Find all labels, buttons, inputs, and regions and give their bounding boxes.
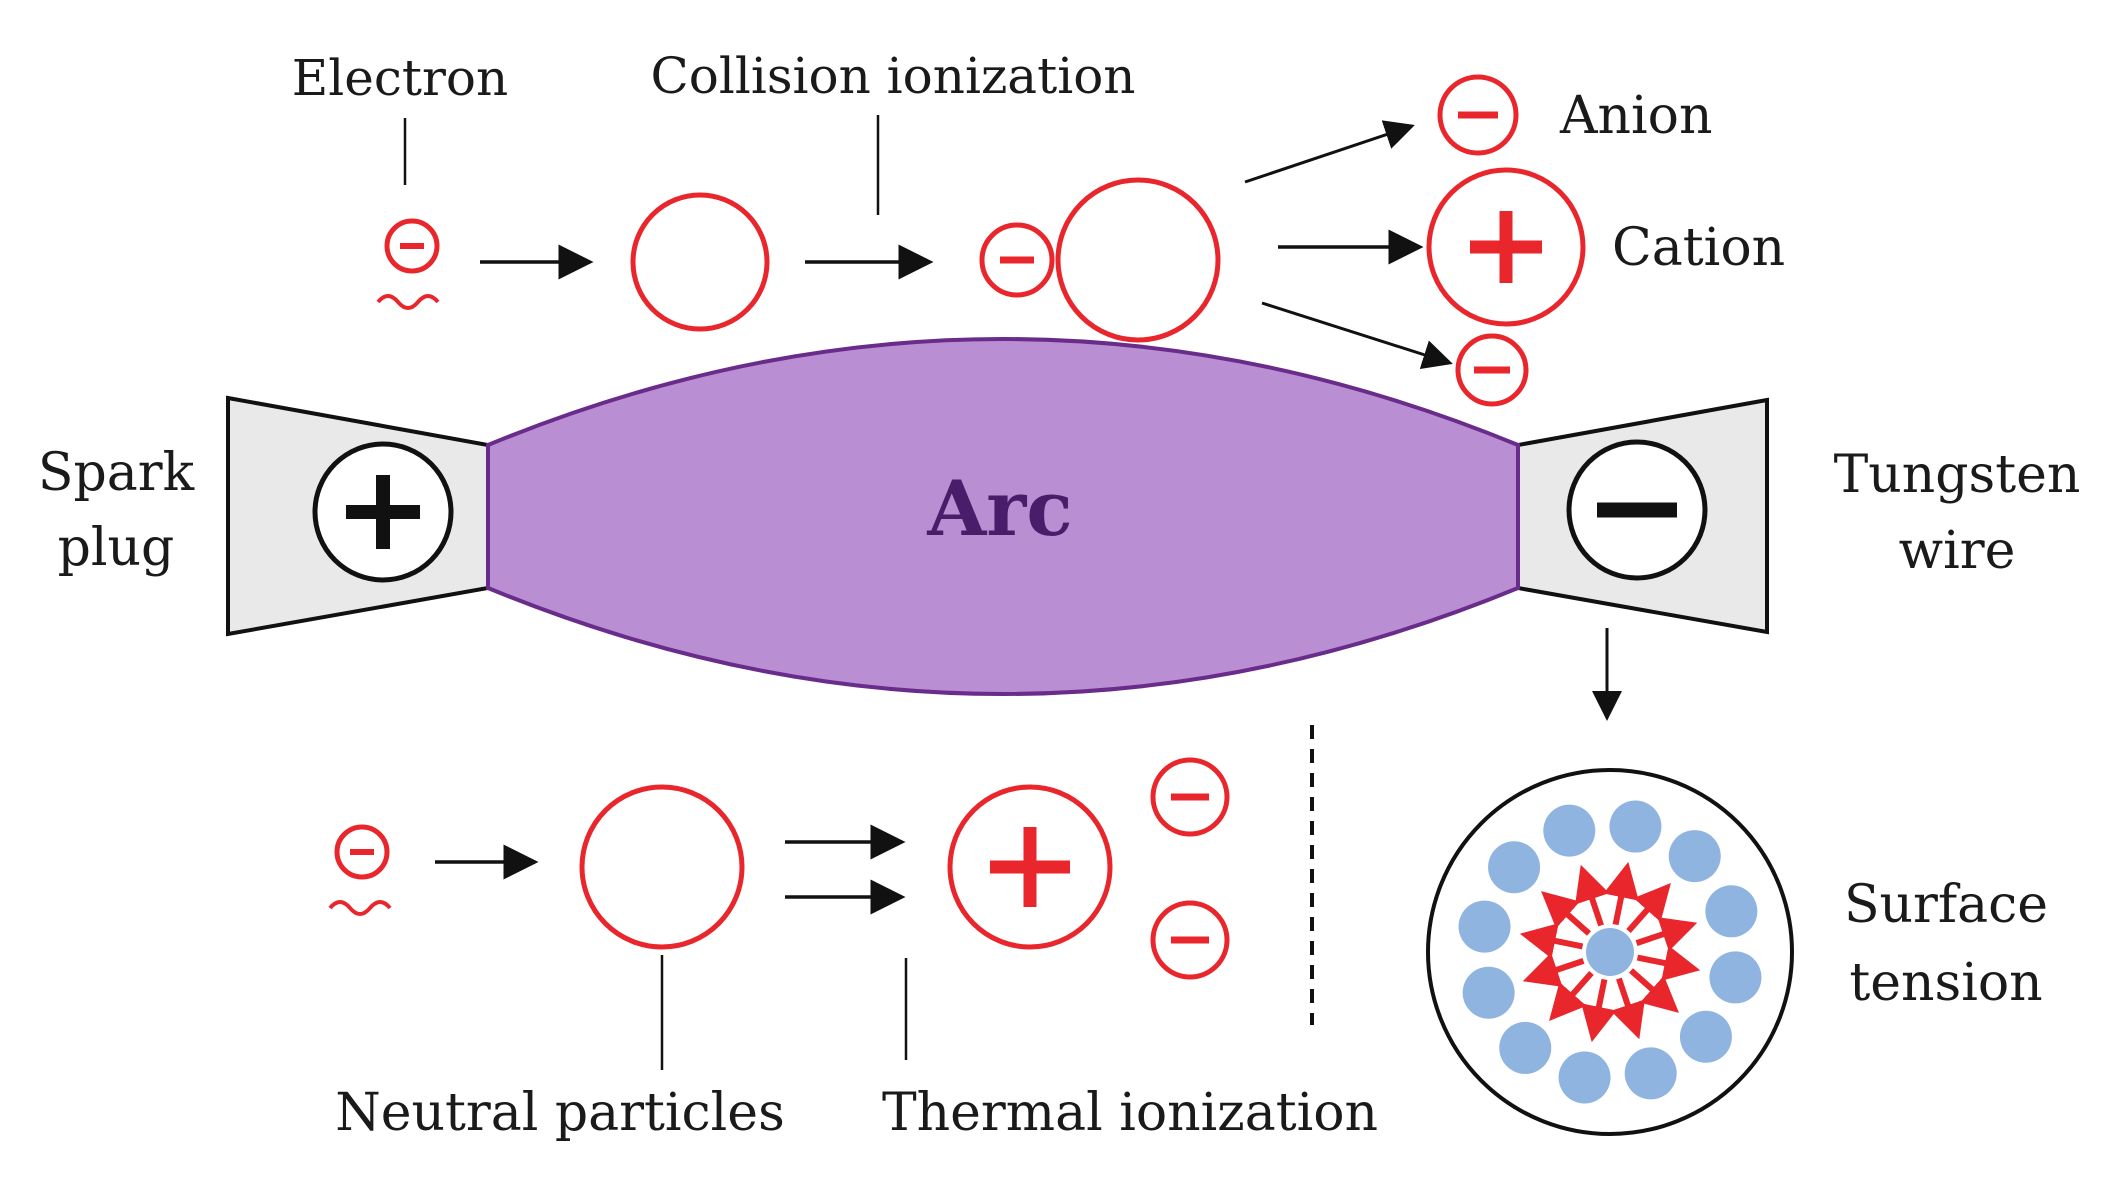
droplet-molecule — [1709, 951, 1762, 1004]
anion-label: Anion — [1559, 86, 1712, 146]
electron-product — [1455, 333, 1529, 407]
droplet-center-molecule — [1586, 928, 1634, 976]
surface-tension-arrow — [1610, 977, 1645, 1040]
droplet-molecule — [1488, 841, 1541, 894]
plus-circle-icon — [947, 784, 1113, 950]
surface-tension-arrow — [1628, 968, 1679, 1013]
droplet-molecule — [1458, 900, 1511, 953]
minus-circle-icon — [1150, 900, 1230, 980]
surface-tension-arrow — [1581, 978, 1617, 1043]
anode-plus-symbol — [312, 441, 454, 583]
surface-tension-arrow — [1549, 970, 1594, 1021]
electron-label: Electron — [292, 49, 508, 107]
surface-tension-arrow — [1603, 861, 1639, 926]
surface-tension-arrow — [1636, 945, 1701, 981]
tungsten-wire-label-line2: wire — [1899, 521, 2016, 581]
droplet-molecule — [1543, 804, 1596, 857]
neutral-particle — [579, 784, 745, 950]
surface-tension-arrow — [1541, 891, 1592, 936]
droplet-molecule — [1668, 830, 1721, 883]
collision-ionization-label: Collision ionization — [650, 47, 1135, 105]
surface-tension-arrow — [1626, 883, 1671, 934]
arrow-to-anion — [1244, 120, 1415, 184]
droplet-molecule — [1558, 1051, 1611, 1104]
droplet-molecule — [1499, 1021, 1552, 1074]
minus-circle-icon — [334, 824, 390, 880]
arc-label: Arc — [926, 464, 1072, 553]
minus-circle-icon — [1150, 757, 1230, 837]
surface-tension-arrow — [1575, 864, 1610, 927]
cathode-minus-symbol — [1566, 439, 1708, 581]
surface-tension-label-line2: tension — [1849, 953, 2042, 1013]
thermal-electron-upper — [1150, 757, 1230, 837]
molten-droplet — [1426, 768, 1794, 1136]
minus-circle-icon — [1437, 74, 1519, 156]
thermal-ionization-label: Thermal ionization — [882, 1083, 1378, 1143]
thermal-electron-particle — [328, 824, 392, 916]
anion-particle — [1437, 74, 1519, 156]
plus-circle-icon — [1426, 167, 1586, 327]
droplet-molecule — [1462, 966, 1515, 1019]
arrow-to-electron-product — [1261, 301, 1453, 370]
collision-pair — [979, 177, 1221, 343]
cation-label: Cation — [1612, 218, 1785, 278]
neutral-atom — [630, 192, 770, 332]
surface-tension-arrow — [1522, 952, 1585, 987]
droplet-molecule — [1679, 1010, 1732, 1063]
surface-tension-arrow — [1519, 923, 1584, 959]
minus-circle-icon — [979, 222, 1055, 298]
cation-particle — [1426, 167, 1586, 327]
electron-particle — [376, 218, 440, 310]
arc-plasma — [486, 337, 1520, 696]
minus-circle-icon — [384, 218, 440, 274]
droplet-molecule — [1609, 800, 1662, 853]
collided-atom — [1055, 177, 1221, 343]
neutral-particles-label: Neutral particles — [335, 1083, 785, 1143]
spark-plug-label-line1: Spark — [38, 443, 195, 503]
droplet-molecule — [1705, 885, 1758, 938]
wave-icon — [328, 900, 392, 916]
wave-icon — [376, 294, 440, 310]
droplet-molecule — [1624, 1047, 1677, 1100]
spark-plug-label-line2: plug — [58, 518, 175, 578]
minus-circle-icon — [1455, 333, 1529, 407]
thermal-electron-lower — [1150, 900, 1230, 980]
surface-tension-arrow — [1635, 917, 1698, 952]
tungsten-wire-label-line1: Tungsten — [1834, 445, 2081, 505]
surface-tension-label-line1: Surface — [1844, 875, 2048, 935]
thermal-cation — [947, 784, 1113, 950]
